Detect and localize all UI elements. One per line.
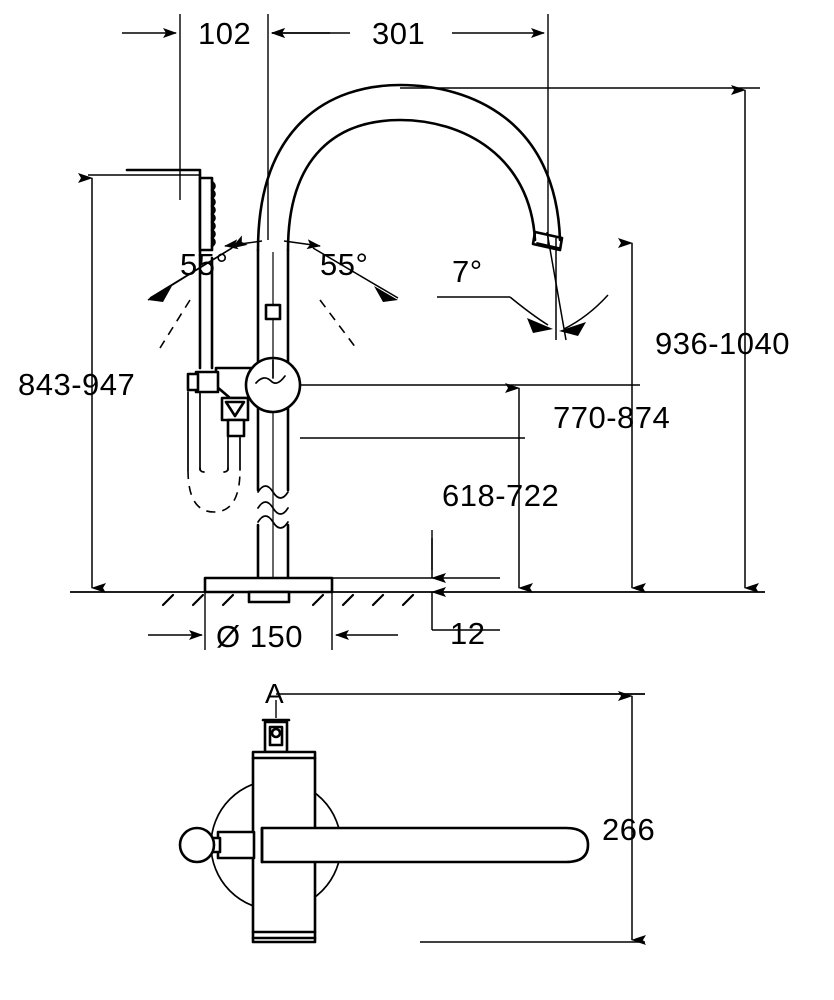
dim-vertical-936-1040: 936-1040 <box>655 85 790 593</box>
dim-label-angle-spout: 7° <box>452 254 483 289</box>
dim-label-angle-right: 55° <box>320 247 368 282</box>
dim-base-diameter: Ø 150 <box>148 619 398 654</box>
plan-view: A <box>178 678 655 945</box>
dim-label-angle-left: 55° <box>180 247 228 282</box>
floor-hatching <box>161 593 415 607</box>
base-plate-and-floor <box>70 576 765 607</box>
riser-column <box>256 248 290 580</box>
plan-top-fitting <box>261 718 291 754</box>
dim-label-618-722: 618-722 <box>442 478 559 513</box>
dim-angle-left-55: 55° <box>147 235 263 349</box>
hand-shower-assembly <box>125 168 241 513</box>
valve-body-and-handle <box>186 356 302 438</box>
dim-label-base-thickness: 12 <box>450 616 485 651</box>
spout-arch <box>256 83 564 252</box>
dim-base-thickness: 12 <box>431 530 500 651</box>
plan-left-ball <box>178 826 256 864</box>
dim-plan-266: 266 <box>420 691 655 945</box>
dim-vertical-618-722: 618-722 <box>442 383 559 593</box>
plan-section-marker: A <box>265 678 645 718</box>
dim-label-301: 301 <box>372 16 425 51</box>
dim-label-843-947: 843-947 <box>18 367 135 402</box>
dim-label-102: 102 <box>198 16 251 51</box>
dim-vertical-843-947: 843-947 <box>18 173 135 593</box>
dim-vertical-770-874: 770-874 <box>553 238 670 593</box>
dim-label-plan-266: 266 <box>602 812 655 847</box>
dim-label-770-874: 770-874 <box>553 400 670 435</box>
elevation-view: 102 301 <box>18 14 790 654</box>
dim-angle-right-55: 55° <box>283 239 399 349</box>
plan-lever-handle <box>260 826 590 864</box>
section-marker-label: A <box>265 678 284 709</box>
dim-label-base-diameter: Ø 150 <box>216 619 303 654</box>
dim-horizontal-301: 301 <box>271 16 545 51</box>
dim-angle-spout-7: 7° <box>437 231 609 341</box>
dim-label-936-1040: 936-1040 <box>655 326 790 361</box>
